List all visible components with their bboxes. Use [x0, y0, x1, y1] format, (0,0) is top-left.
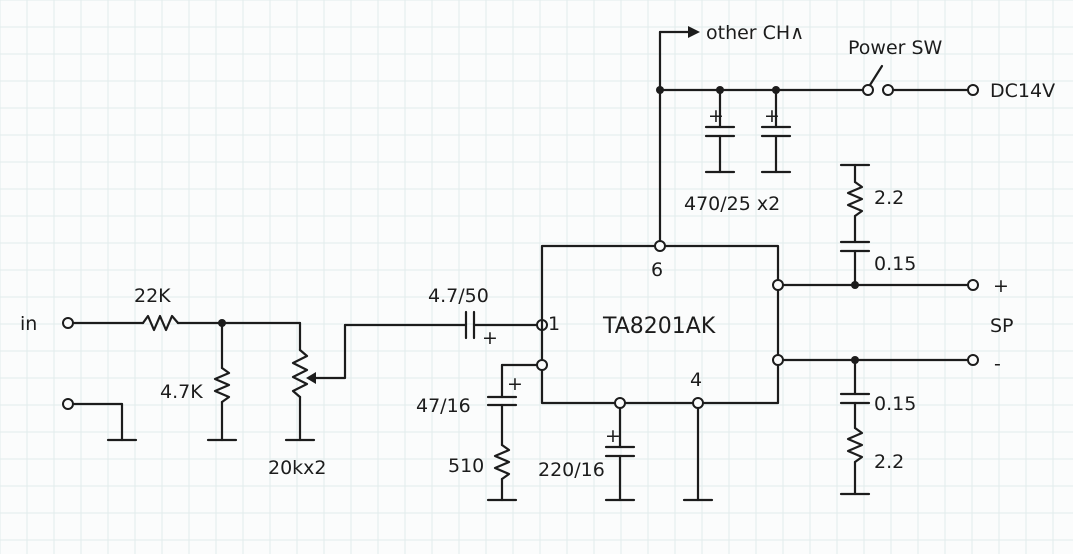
- label-dc14v: DC14V: [990, 80, 1055, 102]
- label-power-sw: Power SW: [848, 37, 943, 59]
- label-pin6: 6: [651, 259, 663, 281]
- label-20k: 20kx2: [268, 457, 327, 479]
- label-2r2-bot: 2.2: [874, 451, 904, 473]
- label-22k: 22K: [134, 285, 171, 307]
- label-510: 510: [448, 455, 484, 477]
- label-sp-plus: +: [993, 275, 1009, 297]
- label-cap-plus: +: [507, 373, 523, 395]
- arrow-right-icon: [688, 26, 700, 38]
- label-015-top: 0.15: [874, 253, 916, 275]
- label-220-16: 220/16: [538, 459, 605, 481]
- pin3-network: [604, 406, 636, 502]
- label-47-16: 47/16: [416, 395, 471, 417]
- label-pin4: 4: [690, 369, 702, 391]
- resistor-4k7: [213, 366, 231, 404]
- label-cap-plus: +: [482, 327, 498, 349]
- pin4-ground: [682, 406, 714, 502]
- resistor-510: [493, 443, 511, 481]
- speaker-plus-terminal[interactable]: [967, 279, 979, 291]
- ic-pin4: [692, 397, 704, 409]
- input-terminal[interactable]: [62, 317, 74, 329]
- label-cap-plus: +: [605, 425, 621, 447]
- labels: in 22K 4.7K 20kx2 4.7/50 + 1 47/16 + 510…: [20, 22, 1055, 481]
- label-ic-name: TA8201AK: [602, 314, 716, 339]
- pin5-network: [486, 363, 539, 502]
- ic-out-plus: [772, 279, 784, 291]
- input-section: [62, 310, 548, 442]
- input-ground-terminal[interactable]: [62, 398, 74, 410]
- label-470-25: 470/25 x2: [684, 193, 780, 215]
- ic-pin3: [614, 397, 626, 409]
- power-switch-contact[interactable]: [862, 84, 874, 96]
- speaker-minus-terminal[interactable]: [967, 354, 979, 366]
- dc-terminal[interactable]: [967, 84, 979, 96]
- resistor-22k: [141, 314, 180, 332]
- label-015-bot: 0.15: [874, 393, 916, 415]
- ic-out-minus: [772, 354, 784, 366]
- power-switch-lever[interactable]: [868, 64, 884, 87]
- label-4u7-50: 4.7/50: [428, 285, 489, 307]
- label-cap-plus: +: [764, 105, 780, 127]
- label-sp-minus: -: [994, 353, 1001, 375]
- label-sp: SP: [990, 315, 1014, 337]
- resistor-2r2-top: [846, 180, 864, 218]
- wiper-arrow-icon: [306, 372, 316, 384]
- label-in: in: [20, 313, 37, 335]
- label-cap-plus: +: [708, 105, 724, 127]
- ic-body: [536, 240, 784, 409]
- label-4k7: 4.7K: [160, 381, 203, 403]
- ic-pin6: [654, 240, 666, 252]
- label-2r2-top: 2.2: [874, 187, 904, 209]
- power-switch-contact[interactable]: [882, 84, 894, 96]
- label-pin1: 1: [548, 313, 560, 335]
- resistor-2r2-bot: [846, 426, 864, 464]
- ic-pin5: [536, 359, 548, 371]
- potentiometer-20k: [291, 348, 309, 399]
- supply-section: [656, 26, 979, 243]
- label-other-ch: other CH∧: [706, 22, 804, 44]
- output-section: [781, 163, 979, 496]
